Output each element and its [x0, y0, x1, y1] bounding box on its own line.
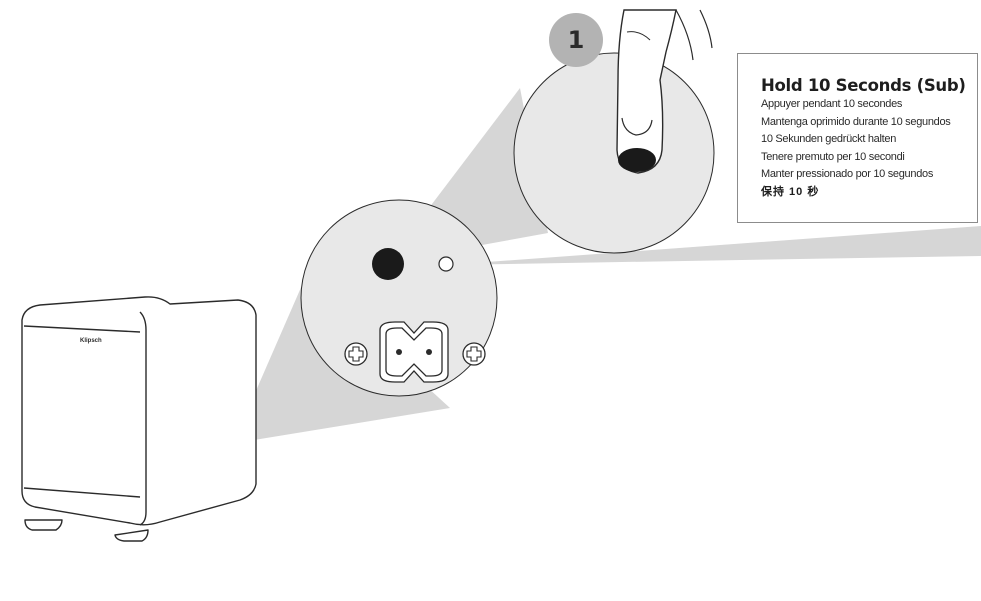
instruction-line-zh: 保持 10 秒 — [761, 185, 820, 198]
brand-logo: Klipsch — [80, 338, 102, 344]
screw-right — [462, 342, 486, 366]
instruction-callout: Hold 10 Seconds (Sub) Appuyer pendant 10… — [737, 53, 978, 223]
status-led — [438, 256, 454, 272]
subwoofer — [21, 296, 257, 542]
pressed-button — [618, 148, 656, 172]
screw-left — [344, 342, 368, 366]
power-inlet — [379, 321, 449, 383]
step-number: 1 — [567, 26, 585, 54]
finger-icon — [616, 9, 677, 174]
instruction-line-pt: Manter pressionado por 10 segundos — [761, 168, 934, 181]
instruction-line-it: Tenere premuto per 10 secondi — [761, 150, 905, 163]
back-panel-zoom — [300, 199, 498, 397]
instruction-line-es: Mantenga oprimido durante 10 segundos — [761, 115, 951, 128]
instruction-title: Hold 10 Seconds (Sub) — [761, 76, 966, 95]
finger-press-detail — [513, 9, 715, 254]
instruction-line-fr: Appuyer pendant 10 secondes — [761, 98, 903, 110]
connect-button[interactable] — [372, 248, 404, 280]
step-number-badge: 1 — [549, 13, 603, 67]
instruction-line-de: 10 Sekunden gedrückt halten — [761, 133, 897, 146]
projection-beam-box — [446, 226, 981, 265]
